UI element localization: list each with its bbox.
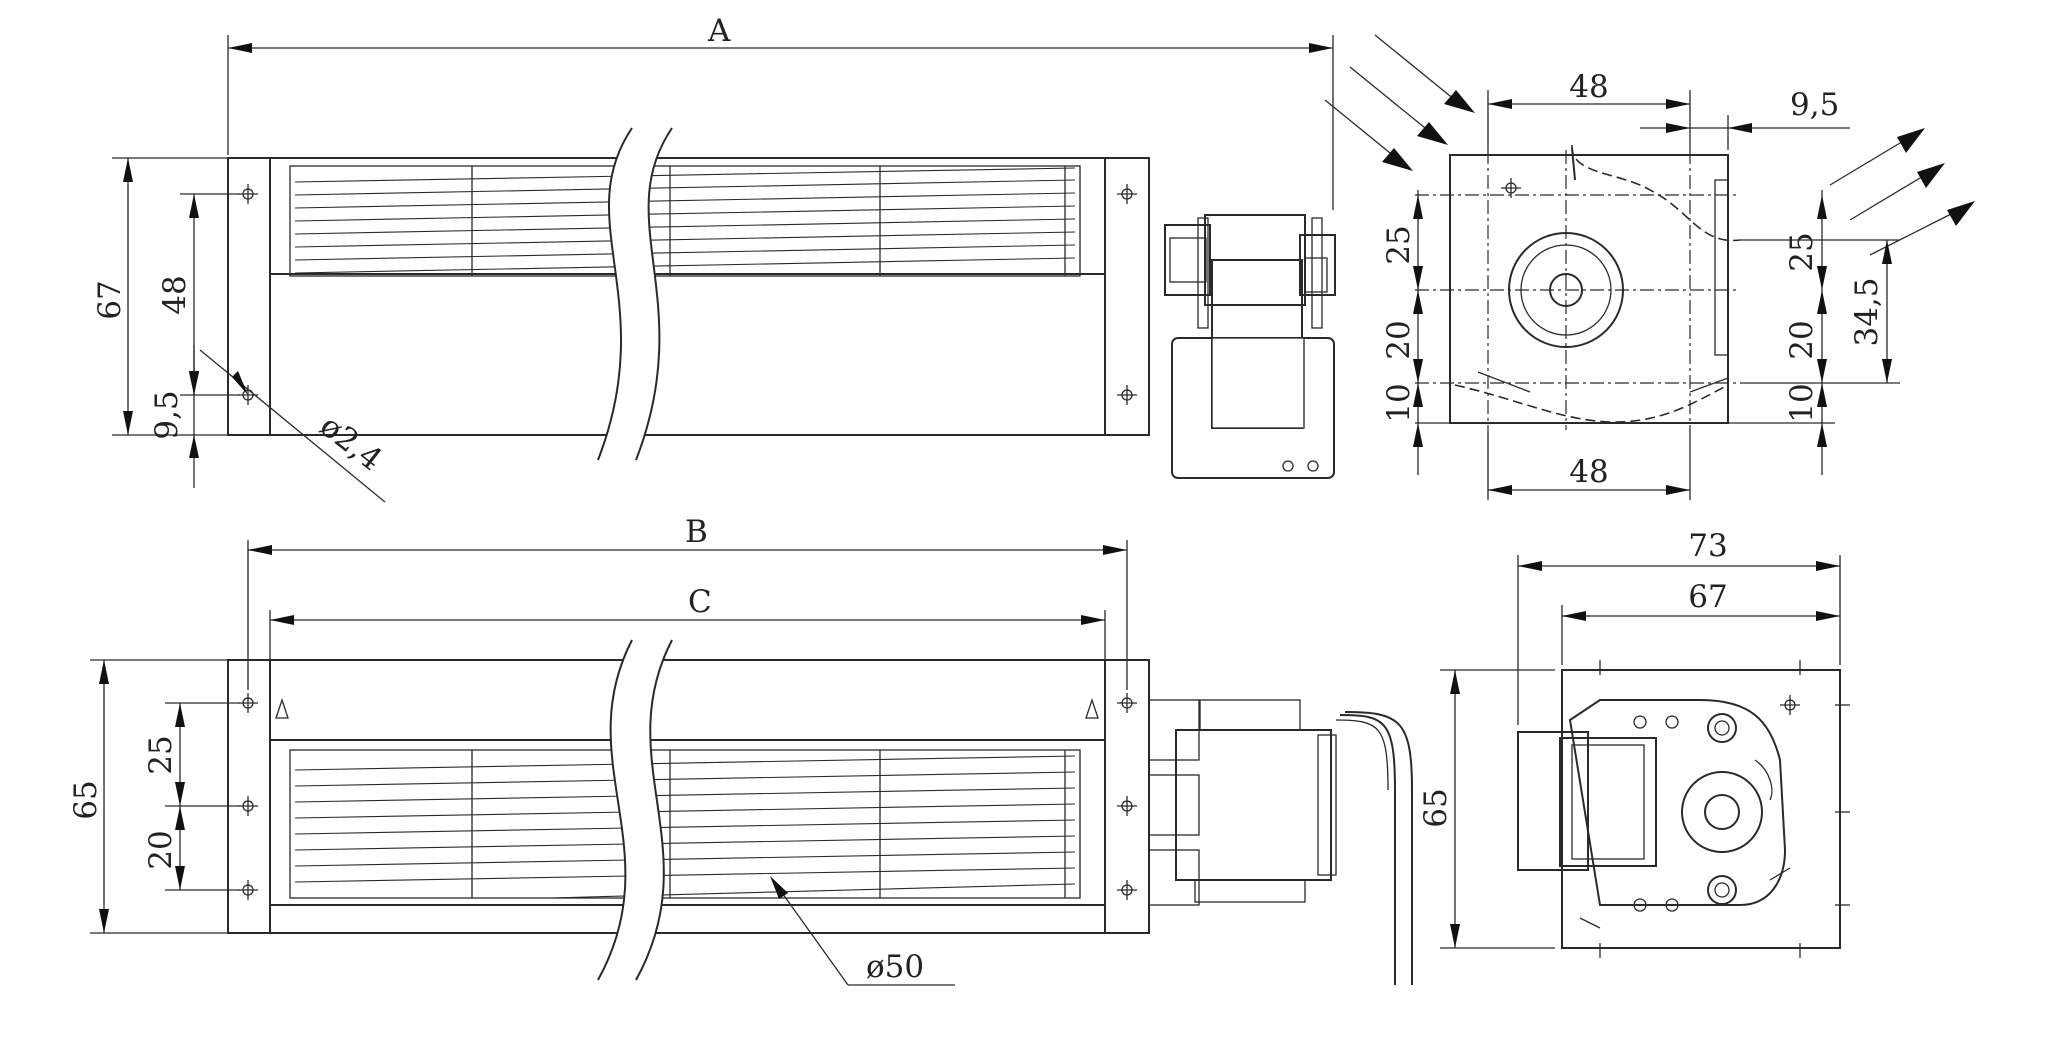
left-end-plate (227, 157, 271, 436)
dimension-left-stack: 25 20 10 (1381, 190, 1450, 475)
motor-hub (1681, 771, 1763, 853)
bottom-side-view: 73 67 65 (1418, 528, 1850, 958)
side-plate (1561, 669, 1841, 949)
mount-hole (1116, 692, 1138, 714)
top-side-view: 48 9,5 48 25 (1381, 69, 1900, 500)
mount-hole (1116, 879, 1138, 901)
impeller-bottom (289, 749, 1081, 899)
dim-phi24-text: ø2,4 (313, 408, 389, 478)
dim-65-text: 65 (68, 780, 104, 819)
dim-left-10-text: 10 (1381, 383, 1417, 422)
motor-bottom (1148, 699, 1413, 985)
mount-hole (237, 183, 259, 205)
dim-9-5-text: 9,5 (149, 390, 185, 439)
dim-bottom-48-text: 48 (1569, 454, 1608, 490)
right-end-plate (1104, 157, 1150, 436)
dim-phi50-text: ø50 (866, 949, 924, 985)
dimension-height-67: 67 (92, 157, 228, 436)
label-b: B (685, 514, 708, 550)
bottom-front-view: B C 65 25 (68, 514, 1413, 986)
label-a: A (707, 13, 731, 49)
impeller-blades-top (294, 166, 1076, 276)
dim-right-10-text: 10 (1784, 383, 1820, 422)
dim-48-text: 48 (157, 275, 193, 314)
dimension-bottom-48: 48 (1487, 430, 1691, 500)
dimension-width-73: 73 (1517, 528, 1841, 725)
dim-right-20-text: 20 (1784, 320, 1820, 359)
impeller-diameter-leader: ø50 (770, 876, 955, 986)
dim-65-side-text: 65 (1418, 788, 1454, 827)
arrow-out-icon (1829, 128, 1975, 256)
dim-9-5-right-text: 9,5 (1790, 87, 1839, 123)
impeller-blades-bottom (294, 750, 1076, 899)
dim-top-48-text: 48 (1569, 69, 1608, 105)
top-front-view: A 67 48 9,5 (92, 13, 1336, 503)
label-c: C (688, 584, 712, 620)
dim-34-5-text: 34,5 (1849, 277, 1885, 346)
mount-hole (1116, 183, 1138, 205)
mount-hole (1116, 384, 1138, 406)
left-end-plate-bottom (227, 659, 271, 934)
dim-left-20-text: 20 (1381, 320, 1417, 359)
dimension-width-67: 67 (1561, 579, 1840, 665)
dimension-right-9-5: 9,5 (1640, 87, 1850, 150)
dimension-right-stack: 25 20 10 34,5 (1728, 190, 1900, 475)
dimension-top-48: 48 (1487, 69, 1691, 150)
dim-67-text: 67 (92, 280, 128, 319)
mount-hole (1779, 694, 1801, 716)
mount-hole (237, 795, 259, 817)
dimension-bottom-stack: 25 20 (143, 702, 240, 891)
dimension-height-65: 65 (68, 659, 228, 934)
mount-hole (1116, 795, 1138, 817)
dim-right-25-text: 25 (1784, 232, 1820, 271)
dim-left-25-text: 25 (1381, 225, 1417, 264)
mount-hole (237, 879, 259, 901)
dimension-offset-9-5: 9,5 (149, 345, 199, 488)
dimension-height-65-side: 65 (1418, 669, 1555, 949)
dim-73-text: 73 (1688, 528, 1727, 564)
dim-67-side-text: 67 (1688, 579, 1727, 615)
motor-top (1164, 214, 1336, 479)
dim-20-text: 20 (143, 830, 179, 869)
dimension-a: A (227, 13, 1334, 210)
mount-hole (237, 692, 259, 714)
arrow-in-icon (1324, 34, 1475, 171)
dimension-b: B (247, 514, 1128, 690)
dimension-c: C (269, 584, 1106, 660)
dim-25-text: 25 (143, 735, 179, 774)
impeller-top (289, 165, 1081, 277)
motor-side (1517, 731, 1589, 871)
